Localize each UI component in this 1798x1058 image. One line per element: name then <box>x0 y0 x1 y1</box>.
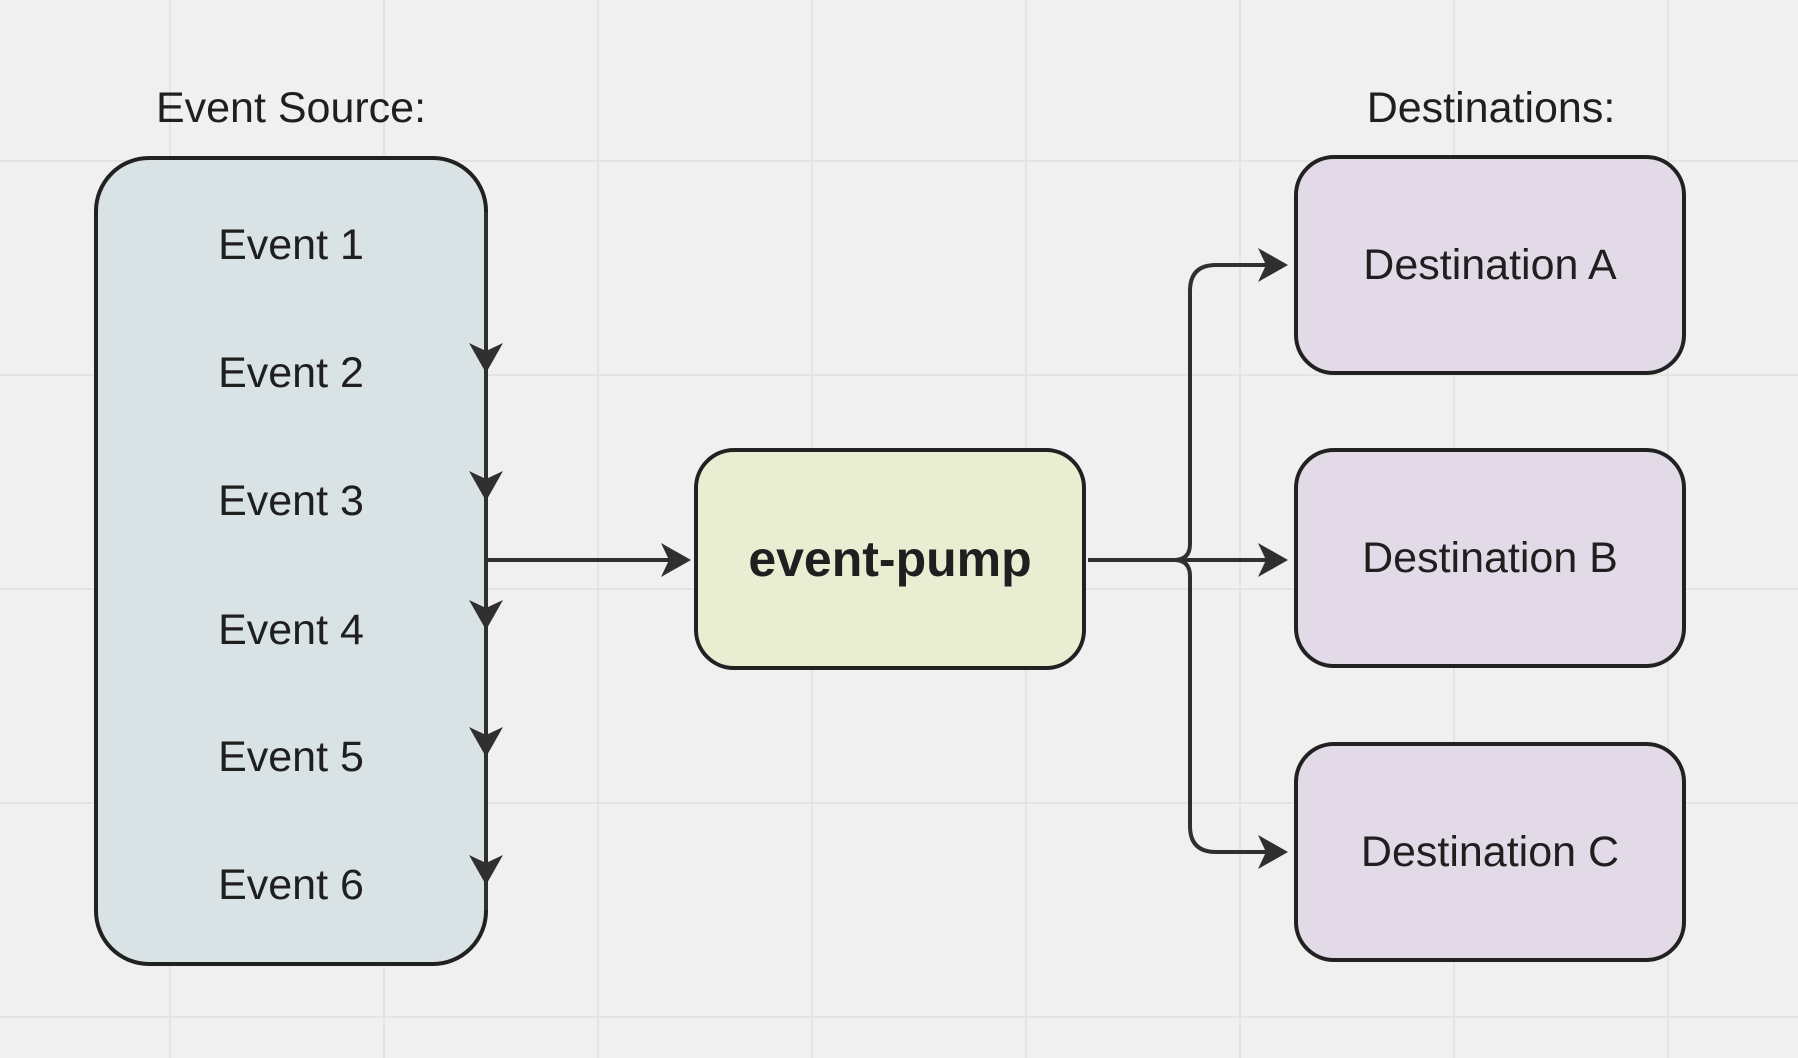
event-item-5: Event 5 <box>218 733 364 781</box>
destination-c-label: Destination C <box>1360 827 1620 876</box>
pump-to-destination-c-line <box>1173 558 1266 854</box>
event-pump-label: event-pump <box>748 531 1032 587</box>
event-item-1: Event 1 <box>218 221 364 269</box>
destination-a-node: Destination A <box>1294 155 1686 375</box>
event-source-box: Event 1 Event 2 Event 3 Event 4 Event 5 … <box>94 156 488 966</box>
event-pump-node: event-pump <box>694 448 1086 670</box>
event-item-4: Event 4 <box>218 606 364 654</box>
event-item-2: Event 2 <box>218 349 364 397</box>
arrowhead-into-destination-b-icon <box>1258 543 1288 577</box>
arrowhead-into-destination-c-icon <box>1258 835 1288 869</box>
arrowhead-into-pump-icon <box>661 543 691 577</box>
destination-b-label: Destination B <box>1362 533 1618 582</box>
event-source-label: Event Source: <box>155 84 427 132</box>
event-item-6: Event 6 <box>218 861 364 909</box>
destination-c-node: Destination C <box>1294 742 1686 962</box>
destination-a-label: Destination A <box>1363 240 1617 289</box>
pump-to-destination-a-line <box>1173 263 1266 562</box>
destinations-label: Destinations: <box>1366 84 1616 132</box>
arrowhead-into-destination-a-icon <box>1258 248 1288 282</box>
event-item-3: Event 3 <box>218 477 364 525</box>
destination-b-node: Destination B <box>1294 448 1686 668</box>
